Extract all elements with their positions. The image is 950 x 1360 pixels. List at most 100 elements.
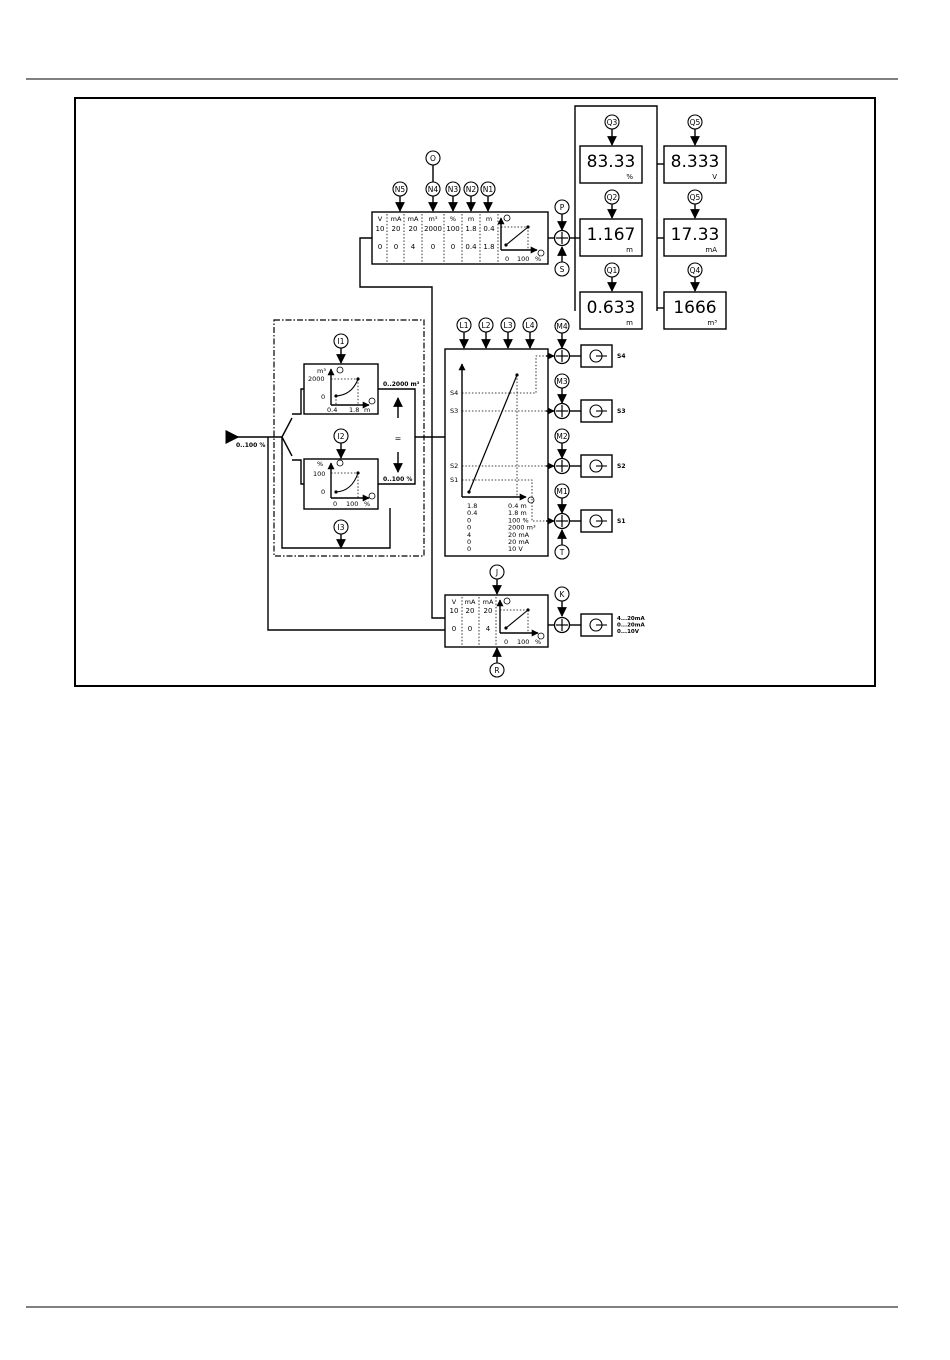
analog-output-label-0: 4...20mA bbox=[617, 616, 645, 622]
analog-output-terminal bbox=[580, 613, 613, 637]
analog-low-0: 0 bbox=[452, 625, 456, 633]
setpoint-input-symbol-icon bbox=[527, 496, 535, 504]
analog-low-2: 4 bbox=[486, 625, 491, 633]
setpoint-level-s2: S2 bbox=[450, 462, 458, 470]
display-q3: 83.33 % bbox=[579, 145, 643, 184]
scaling-unit-5: m bbox=[468, 215, 474, 223]
analog-low-row: 0 0 4 bbox=[452, 625, 491, 633]
display-q5-voltage-value: 8.333 bbox=[671, 152, 720, 172]
scaling-unit-3: m³ bbox=[429, 215, 438, 223]
analog-unit-0: V bbox=[452, 598, 457, 606]
display-q1: 0.633 m bbox=[579, 291, 643, 330]
display-q5-current-value: 17.33 bbox=[671, 225, 720, 245]
setpoint-level-s4: S4 bbox=[450, 389, 458, 397]
display-q5-voltage-unit: V bbox=[712, 173, 717, 181]
setpoint-level-s3: S3 bbox=[450, 407, 458, 415]
setpoint-row-right-4: 20 mA bbox=[508, 531, 530, 539]
svg-text:T: T bbox=[559, 548, 565, 557]
callout-q2: Q2 bbox=[604, 189, 620, 219]
analog-output-symbol-icon bbox=[503, 597, 511, 605]
analog-high-0: 10 bbox=[450, 607, 459, 615]
linearisation-group bbox=[273, 319, 425, 557]
analog-output-label-1: 0...20mA bbox=[617, 623, 645, 629]
level-symbol-icon bbox=[368, 397, 376, 405]
callout-q1: Q1 bbox=[604, 262, 620, 292]
scaling-unit-6: m bbox=[486, 215, 492, 223]
setpoint-row-left-6: 0 bbox=[467, 545, 471, 553]
svg-text:I1: I1 bbox=[338, 337, 345, 346]
analog-axis-high: 100 bbox=[517, 638, 529, 646]
callout-m1-label: M1 bbox=[556, 487, 567, 496]
curve-volume-x-high: 1.8 bbox=[349, 406, 359, 414]
display-q2: 1.167 m bbox=[579, 218, 643, 257]
relay-label-s3: S3 bbox=[617, 408, 626, 415]
curve-volume-x-unit: m bbox=[364, 406, 370, 414]
callout-m1: M1 bbox=[554, 483, 570, 514]
display-q4: 1666 m³ bbox=[663, 291, 727, 330]
callout-m2-label: M2 bbox=[556, 432, 567, 441]
callout-i2: I2 bbox=[333, 428, 349, 459]
scaling-high-3: 2000 bbox=[424, 225, 442, 233]
callout-i1: I1 bbox=[333, 333, 349, 364]
setpoint-row-right-6: 10 V bbox=[508, 545, 523, 553]
scaling-unit-4: % bbox=[450, 215, 456, 223]
display-q4-value: 1666 bbox=[673, 298, 716, 318]
callout-m2: M2 bbox=[554, 428, 570, 459]
callout-i3: I3 bbox=[333, 519, 349, 549]
callout-n3-label: N3 bbox=[448, 185, 459, 194]
callout-m4: M4 bbox=[554, 318, 570, 349]
callout-n2: N2 bbox=[463, 181, 479, 212]
callout-o: O bbox=[425, 150, 441, 182]
callout-n3: N3 bbox=[445, 181, 461, 212]
analog-unit-1: mA bbox=[465, 598, 476, 606]
display-q5-voltage: 8.333 V bbox=[663, 145, 727, 184]
callout-q5b: Q5 bbox=[687, 189, 703, 219]
analog-low-1: 0 bbox=[468, 625, 472, 633]
analog-high-2: 20 bbox=[484, 607, 493, 615]
scaling-high-2: 20 bbox=[409, 225, 418, 233]
callout-m3: M3 bbox=[554, 373, 570, 404]
svg-text:P: P bbox=[560, 203, 565, 212]
setpoint-level-s1: S1 bbox=[450, 476, 458, 484]
curve-percent-unit: % bbox=[317, 460, 323, 468]
curve-percent-x-unit: % bbox=[364, 500, 370, 508]
setpoint-row-right-1: 1.8 m bbox=[508, 509, 527, 517]
volume-range-label: 0..2000 m³ bbox=[383, 381, 420, 388]
summing-junction-display bbox=[553, 229, 571, 247]
curve-volume-x-low: 0.4 bbox=[327, 406, 337, 414]
callout-p: P bbox=[554, 199, 570, 231]
callout-l2-label: L2 bbox=[482, 321, 491, 330]
setpoint-row-left-4: 4 bbox=[467, 531, 471, 539]
relay-label-s1: S1 bbox=[617, 518, 626, 525]
analog-output-label-2: 0...10V bbox=[617, 629, 640, 635]
setpoint-row-right-3: 2000 m³ bbox=[508, 524, 536, 532]
analog-axis-low: 0 bbox=[504, 638, 508, 646]
curve-volume-y-high: 2000 bbox=[308, 375, 325, 383]
analog-axis-unit: % bbox=[535, 638, 541, 646]
input-symbol-icon bbox=[537, 249, 545, 257]
scaling-unit-1: mA bbox=[391, 215, 402, 223]
scaling-high-6: 0.4 bbox=[483, 225, 495, 233]
svg-text:K: K bbox=[560, 590, 566, 599]
callout-n4-label: N4 bbox=[428, 185, 439, 194]
display-q2-value: 1.167 bbox=[587, 225, 636, 245]
curve-block-percent: % 100 0 0 100 % bbox=[303, 458, 379, 510]
input-range-label: 0..100 % bbox=[236, 442, 265, 449]
relay-label-s2: S2 bbox=[617, 463, 626, 470]
setpoint-row-left-0: 1.8 bbox=[467, 502, 477, 510]
output-symbol-icon bbox=[503, 214, 511, 222]
callout-s: S bbox=[554, 246, 570, 277]
svg-text:R: R bbox=[494, 666, 499, 675]
callout-n1: N1 bbox=[480, 181, 496, 212]
display-q2-unit: m bbox=[626, 246, 633, 254]
